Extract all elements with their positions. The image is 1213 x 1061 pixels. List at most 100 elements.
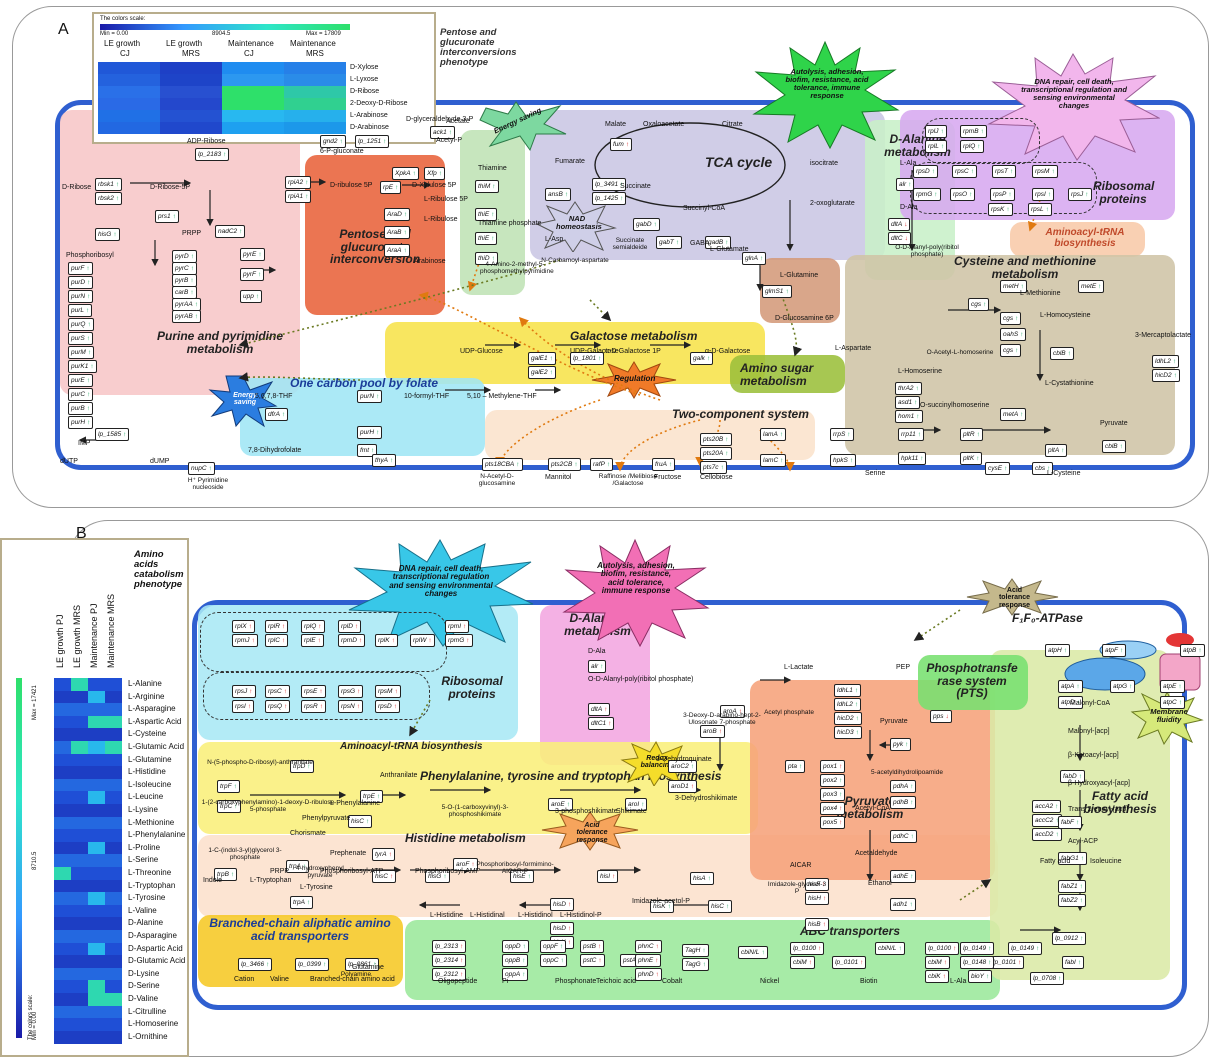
regulation-arrow-icon: ↑ <box>428 637 431 644</box>
metabolite-label: Oligopeptide <box>438 978 477 985</box>
gene-box: rplL↑ <box>925 140 947 153</box>
regulation-arrow-icon: ↑ <box>725 239 728 246</box>
regulation-arrow-icon: ↑ <box>1079 773 1082 780</box>
gene-name: pox4 <box>823 805 837 812</box>
metabolite-label: Imidazole-acetol-P <box>632 898 690 905</box>
gene-box: purE↑ <box>68 374 93 387</box>
gene-name: purN <box>71 293 85 300</box>
gene-name: fum <box>613 141 624 148</box>
gene-box: fabZ1↑ <box>1058 880 1086 893</box>
regulation-arrow-icon: ↑ <box>1198 647 1201 654</box>
gene-box: cbiN/L↑ <box>875 942 905 955</box>
gene-name: dltA <box>591 706 602 713</box>
gene-box: cbiM↑ <box>790 956 815 969</box>
regulation-arrow-icon: ↑ <box>1020 331 1023 338</box>
gene-box: cbiM↑ <box>925 956 950 969</box>
gene-box: rplC↑ <box>265 634 288 647</box>
gene-name: trpF <box>220 783 232 790</box>
gene-box: lp_2314↑ <box>432 954 466 967</box>
regulation-arrow-icon: ↑ <box>916 413 919 420</box>
gene-name: alr <box>899 181 906 188</box>
metabolite-label: Phenylpyruvate <box>302 815 350 822</box>
gene-name: lamA <box>763 431 778 438</box>
regulation-arrow-icon: ↑ <box>1173 358 1176 365</box>
metabolite-label: L-Phenylalanine <box>330 800 380 807</box>
metabolite-label: L-Ribulose 5P <box>424 196 468 203</box>
gene-box: hisC↑ <box>708 900 732 913</box>
regulation-arrow-icon: ↑ <box>87 419 90 426</box>
gene-box: asd1↑ <box>895 396 920 409</box>
metabolite-label: Shikimate <box>616 808 647 815</box>
regulation-arrow-icon: ↑ <box>943 973 946 980</box>
metabolite-label: L-Histidinol-P <box>560 912 602 919</box>
gene-box: oppC↑ <box>540 954 567 967</box>
regulation-arrow-icon: ↑ <box>598 355 601 362</box>
gene-name: rpsP <box>993 191 1006 198</box>
regulation-arrow-icon: ↑ <box>567 801 570 808</box>
gene-box: rplQ↑ <box>960 140 984 153</box>
regulation-arrow-icon: ↑ <box>395 184 398 191</box>
gene-box: lp_0149↑ <box>1008 942 1042 955</box>
gene-box: hisD↑ <box>550 898 574 911</box>
gene-name: gabT <box>659 239 674 246</box>
gene-box: trpA↑ <box>290 896 313 909</box>
regulation-arrow-icon: ↑ <box>239 228 242 235</box>
gene-name: atpF <box>1105 647 1118 654</box>
gene-box: gabD↑ <box>633 218 660 231</box>
regulation-arrow-icon: ↑ <box>256 293 259 300</box>
metabolite-label: 1-(2-carboxyphenylamino)-1-deoxy-D-ribul… <box>198 800 338 814</box>
gene-box: atpG↑ <box>1110 680 1135 693</box>
regulation-arrow-icon: ↑ <box>1076 819 1079 826</box>
gene-box: rpsN↑ <box>338 700 363 713</box>
metabolite-label: isocitrate <box>810 160 838 167</box>
regulation-arrow-icon: ↑ <box>641 801 644 808</box>
gene-name: cblB <box>1053 350 1066 357</box>
gene-box: nupC↑ <box>188 462 215 475</box>
regulation-arrow-icon: ↑ <box>87 279 90 286</box>
gene-box: Xfp↑ <box>424 167 445 180</box>
gene-name: oppA <box>505 971 520 978</box>
gene-box: metA↑ <box>1000 408 1026 421</box>
gene-box: hisD↑ <box>550 922 574 935</box>
metabolite-label: Succinate <box>620 183 651 190</box>
metabolite-label: Phosphoribosyl <box>66 252 114 259</box>
regulation-arrow-icon: ↑ <box>492 183 495 190</box>
regulation-arrow-icon: ↑ <box>1015 315 1018 322</box>
gene-box: rpsL↑ <box>1028 203 1052 216</box>
gene-box: rpmI↑ <box>445 620 469 633</box>
gene-name: hisC <box>351 818 364 825</box>
regulation-arrow-icon: ↑ <box>691 783 694 790</box>
gene-box: fabF↑ <box>1058 816 1082 829</box>
regulation-arrow-icon: ↑ <box>839 791 842 798</box>
gene-box: ansB↑ <box>545 188 571 201</box>
gene-name: purM <box>71 349 86 356</box>
regulation-arrow-icon: ↑ <box>561 957 564 964</box>
gene-name: rpmJ <box>235 637 249 644</box>
gene-name: TagH <box>685 947 700 954</box>
metabolite-label: N-Carbamoyl-aspartate <box>540 258 610 265</box>
metabolite-label: L-Lactate <box>784 664 813 671</box>
regulation-arrow-icon: ↑ <box>305 193 308 200</box>
regulation-arrow-icon: ↑ <box>1020 411 1023 418</box>
gene-name: aroF <box>456 861 469 868</box>
gene-name: rplJ <box>928 128 938 135</box>
gene-box: trpF↑ <box>217 780 240 793</box>
regulation-arrow-icon: ↑ <box>941 143 944 150</box>
regulation-arrow-icon: ↑ <box>1076 683 1079 690</box>
gene-box: rplR↑ <box>265 620 288 633</box>
metabolite-label: Cation <box>234 976 254 983</box>
regulation-arrow-icon: ↑ <box>307 899 310 906</box>
gene-box: metE↑ <box>1078 280 1104 293</box>
gene-name: lp_3491 <box>595 181 618 188</box>
gene-box: thyA↑ <box>372 454 396 467</box>
regulation-arrow-icon: ↑ <box>390 873 393 880</box>
gene-name: rpsQ <box>268 703 282 710</box>
gene-name: lp_1585 <box>98 431 121 438</box>
gene-name: adh1 <box>893 901 907 908</box>
gene-name: hpk11 <box>901 455 918 462</box>
gene-name: thiE <box>478 211 489 218</box>
gene-name: galk <box>693 355 705 362</box>
gene-name: gabD <box>636 221 652 228</box>
gene-box: AraB↑ <box>384 226 410 239</box>
regulation-arrow-icon: ↑ <box>761 949 764 956</box>
